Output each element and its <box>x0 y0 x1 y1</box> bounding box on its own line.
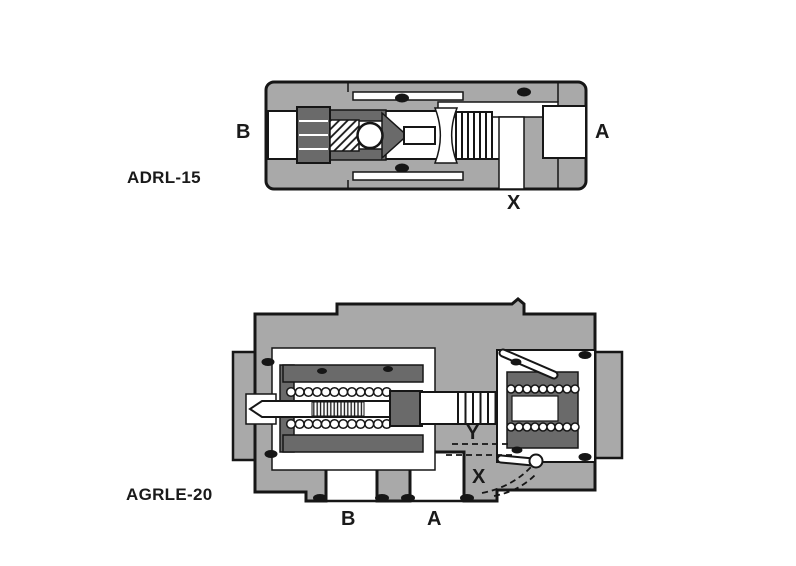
model-label-agrle20: AGRLE-20 <box>126 485 213 504</box>
adrl-stem <box>403 126 436 145</box>
agrle-inner-coil <box>311 401 365 417</box>
port-label-a-top: A <box>595 121 610 143</box>
agrle-nut <box>389 390 423 427</box>
port-label-a-bottom: A <box>427 508 442 530</box>
adrl-oring-top-right <box>517 87 531 97</box>
port-label-b-bottom: B <box>341 508 356 530</box>
agrle-strap-top <box>500 350 557 378</box>
adrl-thread-spring <box>329 119 360 152</box>
agrle-strap-bottom <box>498 456 536 465</box>
valve-agrle20-drawing <box>231 297 624 503</box>
adrl-spring-retainer <box>433 107 459 164</box>
adrl-oring-bottom <box>395 163 409 173</box>
port-label-b-top: B <box>236 121 251 143</box>
adrl-ball <box>356 121 384 150</box>
valve-adrl15-drawing <box>264 80 588 191</box>
model-label-adrl15: ADRL-15 <box>127 168 201 187</box>
agrle-sleeve-top <box>282 364 424 383</box>
adrl-channel-port-x <box>498 116 525 190</box>
agrle-drain-ball <box>528 453 544 469</box>
agrle-main-spring <box>285 386 392 430</box>
agrle-sleeve-bottom <box>282 434 424 453</box>
adrl-chamber-port-a <box>542 105 587 159</box>
agrle-pilot-pocket <box>511 395 559 422</box>
agrle-right-cap <box>593 350 624 460</box>
agrle-orings <box>261 351 592 502</box>
agrle-pilot-x-lines <box>481 466 538 497</box>
adrl-groove-bottom <box>352 171 464 181</box>
agrle-pilot-y-lines <box>446 443 513 456</box>
pilot-label-x: X <box>472 466 486 488</box>
pilot-label-y: Y <box>466 422 480 444</box>
port-label-x-top: X <box>507 192 521 214</box>
adrl-oring-top <box>395 93 409 103</box>
agrle-pilot-spring <box>506 384 580 432</box>
